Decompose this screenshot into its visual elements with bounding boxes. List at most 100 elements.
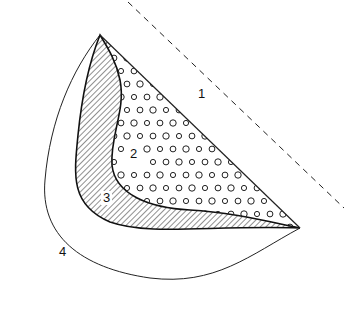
straight-boundary (100, 35, 300, 228)
cell-circle (222, 146, 228, 152)
cell-circle (228, 159, 233, 164)
cell-circle (274, 198, 280, 204)
cell-circle (222, 94, 228, 100)
cell-circle (92, 224, 98, 230)
cell-circle (111, 133, 117, 139)
cell-circle (254, 133, 259, 138)
cell-circle (157, 172, 163, 178)
cell-circle (267, 55, 273, 61)
cell-circle (202, 133, 208, 139)
cell-circle (144, 120, 149, 125)
cell-circle (118, 224, 123, 229)
cell-circle (105, 68, 111, 74)
cell-circle (241, 81, 247, 87)
cell-circle (235, 94, 241, 100)
cell-circle (150, 133, 156, 139)
cell-circle (215, 159, 221, 165)
cell-circle (92, 198, 98, 204)
cell-circle (118, 198, 124, 204)
cell-circle (98, 211, 103, 216)
cell-circle (235, 42, 241, 48)
cell-circle (189, 211, 195, 217)
cell-circle (202, 211, 208, 217)
cell-circle (170, 94, 175, 99)
cell-circle (196, 146, 201, 151)
cell-circle (261, 172, 267, 178)
cell-circle (150, 55, 156, 61)
cell-circle (111, 159, 116, 164)
cell-circle (248, 198, 254, 204)
cell-circle (280, 211, 286, 217)
cell-circle (98, 159, 104, 165)
cell-circle (209, 94, 214, 99)
cell-circle (235, 146, 240, 151)
cell-circle (209, 42, 215, 48)
cell-circle (248, 42, 254, 48)
cell-circle (228, 107, 234, 113)
cell-circle (202, 185, 207, 190)
cell-circle (105, 42, 110, 47)
cell-circle (124, 81, 130, 87)
cell-circle (228, 81, 233, 86)
cell-circle (261, 146, 267, 152)
cell-circle (274, 120, 280, 126)
cell-circle (274, 146, 279, 151)
cell-circle (157, 68, 162, 73)
hatched-band (76, 35, 300, 229)
cell-circle (105, 94, 111, 100)
cell-circle (287, 224, 293, 230)
cell-circle (137, 133, 142, 138)
cell-circle (163, 107, 168, 112)
cell-circle (124, 211, 130, 217)
cell-circle (196, 224, 201, 229)
cell-circle (189, 159, 194, 164)
cell-circle (144, 172, 150, 178)
cell-circle (163, 185, 168, 190)
cell-circle (261, 68, 267, 74)
cell-circle (170, 42, 176, 48)
cell-circle (150, 159, 155, 164)
cell-circle (131, 42, 137, 48)
cell-circle (183, 94, 189, 100)
cell-circle (118, 94, 124, 100)
cell-circle (183, 42, 188, 47)
dotted-region (92, 42, 299, 230)
cell-circle (131, 94, 136, 99)
cell-circle (183, 172, 189, 178)
cell-circle (293, 211, 298, 216)
cell-circle (293, 107, 299, 113)
cell-circle (248, 68, 254, 74)
cell-circle (144, 94, 150, 100)
cell-circle (254, 159, 260, 165)
cell-circle (92, 94, 97, 99)
cell-circle (280, 107, 285, 112)
cell-circle (176, 159, 182, 165)
cell-circle (215, 81, 221, 87)
cell-circle (92, 172, 97, 177)
cell-circle (235, 68, 240, 73)
cell-circle (293, 55, 298, 60)
dashed-boundary (128, 2, 344, 208)
cell-circle (228, 55, 234, 61)
cell-circle (131, 120, 137, 126)
cell-circle (287, 120, 293, 126)
cell-circle (222, 198, 227, 203)
outer-outline (45, 35, 300, 279)
cell-circle (176, 211, 181, 216)
cell-circle (144, 224, 150, 230)
cell-circle (280, 55, 286, 61)
cell-circle (261, 94, 267, 100)
cell-circle (183, 68, 189, 74)
cell-circle (222, 172, 228, 178)
callout-number: 4 (57, 245, 68, 259)
cell-circle (144, 146, 150, 152)
cell-circle (222, 224, 228, 230)
cell-circle (183, 120, 188, 125)
cell-circle (241, 133, 247, 139)
cell-circle (287, 42, 293, 48)
cell-circle (209, 198, 215, 204)
cell-circle (98, 55, 103, 60)
cell-circle (176, 81, 182, 87)
cell-circle (183, 198, 188, 203)
cell-circle (170, 120, 176, 126)
